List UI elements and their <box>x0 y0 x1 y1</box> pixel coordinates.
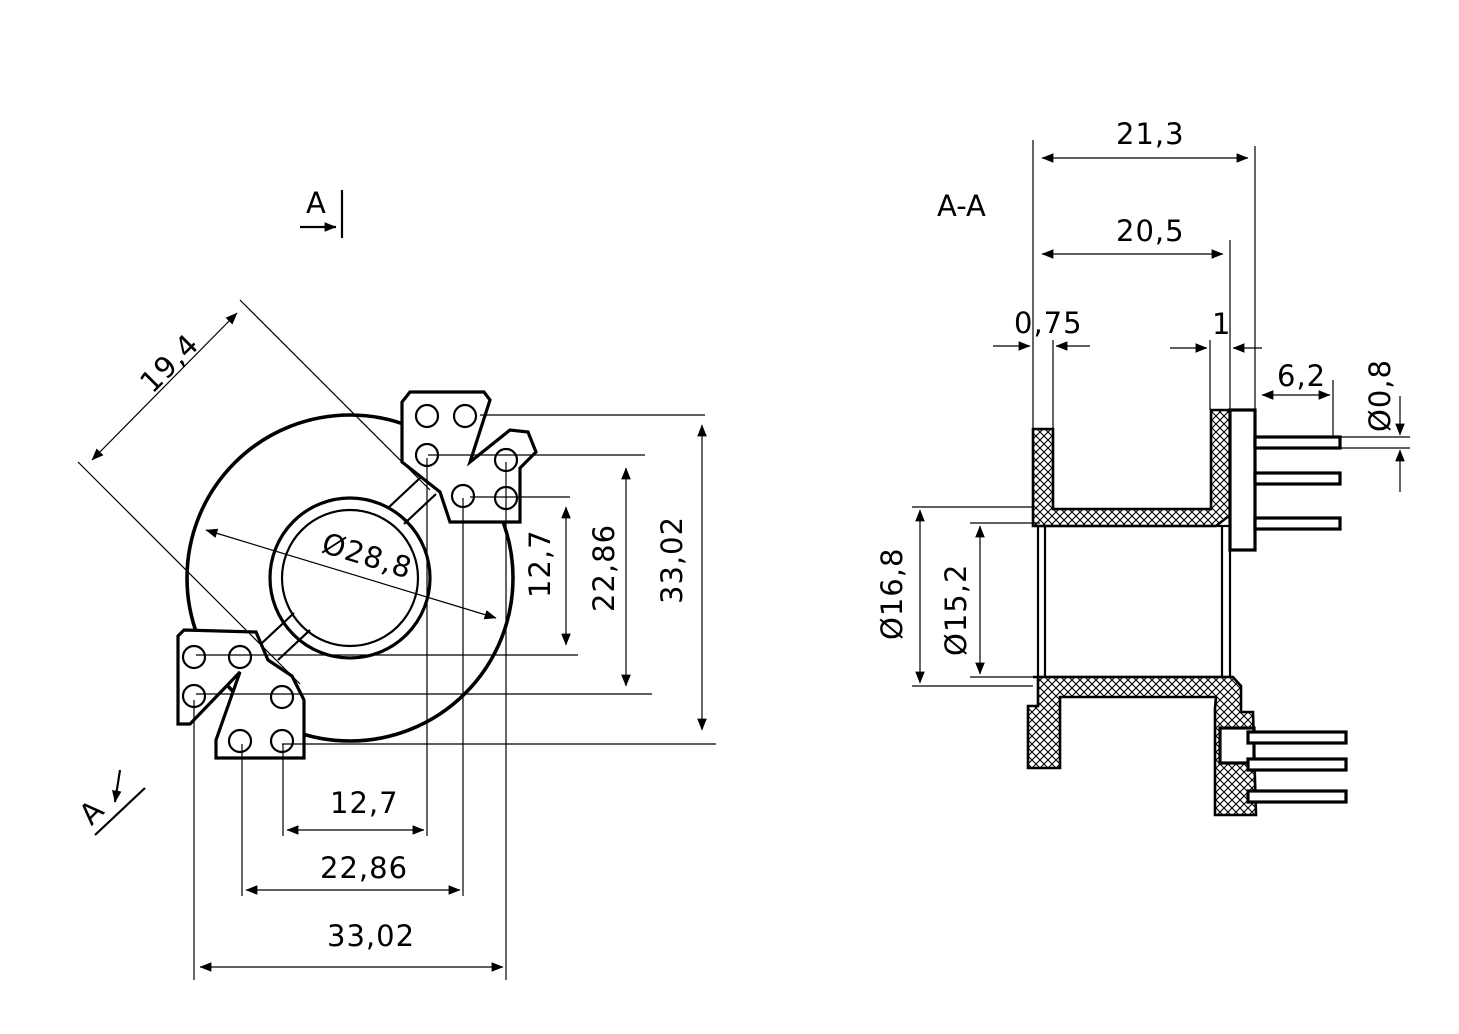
section-view: A-A 21,3 20,5 <box>875 117 1410 817</box>
dim-flange-thickness-label: 0,75 <box>1014 306 1083 340</box>
dim-horizontal-mid: 22,86 <box>245 851 461 895</box>
pin-hole <box>414 403 440 429</box>
pin-hole <box>269 684 295 710</box>
dim-inner-diameter-label: Ø15,2 <box>939 564 973 656</box>
dim-inner-length: 20,5 <box>1041 214 1224 259</box>
dim-diagonal: 19,4 <box>91 312 238 461</box>
dim-vertical-mid-label: 22,86 <box>587 524 621 612</box>
bobbin-body-outline <box>185 413 515 743</box>
pin-header-plate <box>1228 408 1257 552</box>
pin-hole <box>452 403 478 429</box>
dim-horizontal-small: 12,7 <box>286 786 425 835</box>
dim-inner-diameter: Ø15,2 <box>939 525 985 675</box>
dim-overall-length-label: 21,3 <box>1116 117 1185 151</box>
dim-vertical-small-label: 12,7 <box>523 529 557 598</box>
dim-diagonal-label: 19,4 <box>133 327 206 400</box>
dim-end-wall-label: 1 <box>1212 307 1231 341</box>
dim-horizontal-mid-label: 22,86 <box>320 851 408 885</box>
dim-vertical-small: 12,7 <box>523 506 571 646</box>
dim-inner-length-label: 20,5 <box>1116 214 1185 248</box>
dim-pin-diameter-label: Ø0,8 <box>1363 359 1397 432</box>
dim-pin-length: 6,2 <box>1261 359 1331 400</box>
pin <box>1253 516 1342 531</box>
pin-hole <box>227 644 253 670</box>
dim-horizontal-large: 33,02 <box>199 919 504 972</box>
dim-end-wall: 1 <box>1170 307 1262 353</box>
section-upper-wall <box>1031 408 1232 528</box>
pin-hole <box>181 644 207 670</box>
dim-vertical-large: 33,02 <box>655 424 707 731</box>
dim-outer-diameter-label: Ø16,8 <box>875 548 909 640</box>
front-view: A A <box>72 186 716 980</box>
section-marker-top: A <box>300 186 344 238</box>
pin <box>1246 757 1348 772</box>
inner-bore <box>1036 524 1232 679</box>
section-marker-bottom: A <box>72 769 146 836</box>
dim-flange-thickness: 0,75 <box>993 306 1090 351</box>
pin <box>1253 435 1342 450</box>
dim-pin-diameter: Ø0,8 <box>1340 359 1410 492</box>
dim-pin-length-label: 6,2 <box>1277 359 1326 393</box>
pin <box>1253 471 1342 486</box>
dim-overall-length: 21,3 <box>1041 117 1249 163</box>
section-lower-wall <box>1026 675 1258 817</box>
section-title: A-A <box>937 189 986 223</box>
section-marker-top-label: A <box>306 186 326 220</box>
pin-hole <box>269 728 295 754</box>
dim-outer-diameter: Ø16,8 <box>875 509 925 684</box>
pin <box>1246 789 1348 804</box>
pin <box>1246 730 1348 745</box>
dim-vertical-mid: 22,86 <box>587 467 631 687</box>
dim-horizontal-small-label: 12,7 <box>330 786 399 820</box>
dim-horizontal-large-label: 33,02 <box>327 919 415 953</box>
pin-hole <box>227 728 253 754</box>
dim-vertical-large-label: 33,02 <box>655 516 689 604</box>
